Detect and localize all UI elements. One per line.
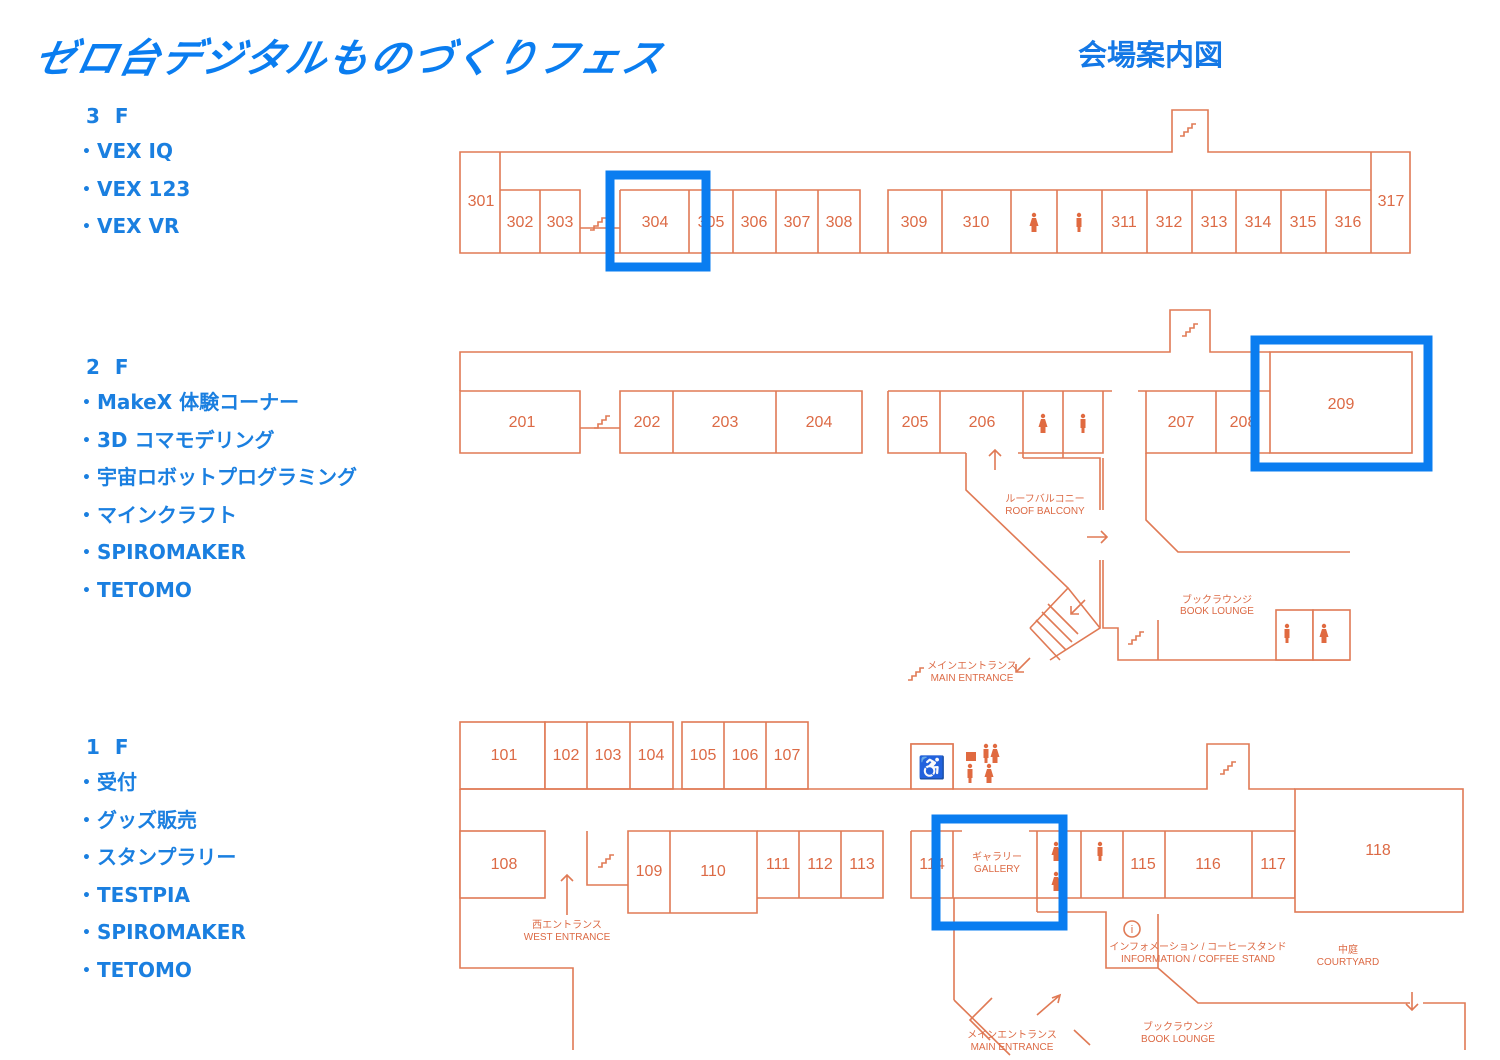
room-113: 113 [849,856,875,873]
main-entrance-label-en: MAIN ENTRANCE [971,1042,1054,1053]
room-104: 104 [638,747,665,764]
event-item: SPIROMAKER [82,539,357,577]
room-101: 101 [491,747,518,764]
room-316: 316 [1335,214,1362,231]
room-105: 105 [690,747,717,764]
room-106: 106 [732,747,759,764]
room-312: 312 [1156,214,1183,231]
room-208: 208 [1230,414,1257,431]
room-317: 317 [1378,193,1405,210]
room-306: 306 [741,214,768,231]
floor-1f-list: 1 F 受付 グッズ販売 スタンプラリー TESTPIA SPIROMAKER … [82,735,246,994]
amenity-icons [966,743,1000,783]
room-206: 206 [969,414,996,431]
room-307: 307 [784,214,811,231]
event-item: SPIROMAKER [82,919,246,957]
room-111: 111 [766,856,790,873]
page-title: 会場案内図 [1078,38,1224,72]
info-label-en: INFORMATION / COFFEE STAND [1121,954,1275,965]
event-item: MakeX 体験コーナー [82,389,357,427]
room-311: 311 [1111,214,1137,231]
book-lounge-label-jp: ブックラウンジ [1182,593,1252,606]
room-103: 103 [595,747,622,764]
west-entrance-label-en: WEST ENTRANCE [524,932,611,943]
floor-2f-list: 2 F MakeX 体験コーナー 3D コマモデリング 宇宙ロボットプログラミン… [82,355,357,614]
room-207: 207 [1168,414,1195,431]
floor-label: 2 F [86,355,133,379]
floor-2f-plan: 201 202 203 204 205 206 207 208 209 ルーフバ… [459,309,1433,684]
highlight-209[interactable] [1250,335,1433,472]
roof-balcony-label-jp: ルーフバルコニー [1005,493,1084,505]
floor-label: 1 F [86,735,133,759]
room-302: 302 [507,214,534,231]
event-item: グッズ販売 [82,807,246,845]
room-209: 209 [1328,396,1355,413]
event-item: スタンプラリー [82,844,246,882]
main-entrance-label-en: MAIN ENTRANCE [931,673,1014,684]
room-110: 110 [700,863,726,880]
room-314: 314 [1245,214,1272,231]
room-202: 202 [634,414,661,431]
room-112: 112 [807,856,833,873]
roof-balcony-label-en: ROOF BALCONY [1005,506,1085,517]
room-109: 109 [636,863,663,880]
room-301: 301 [468,193,495,210]
room-309: 309 [901,214,928,231]
book-lounge-label-en: BOOK LOUNGE [1141,1034,1215,1045]
highlight-gallery[interactable] [931,814,1068,931]
room-108: 108 [491,856,518,873]
event-item: 3D コマモデリング [82,427,357,465]
book-lounge-label-jp: ブックラウンジ [1143,1020,1213,1033]
room-315: 315 [1290,214,1317,231]
event-item: TETOMO [82,957,246,995]
floor-3f-list: 3 F VEX IQ VEX 123 VEX VR [82,104,190,251]
room-203: 203 [712,414,739,431]
main-entrance-label-jp: メインエントランス [967,1029,1057,1041]
event-item: マインクラフト [82,502,357,540]
room-310: 310 [963,214,990,231]
room-116: 116 [1195,856,1221,873]
info-label-jp: インフォメーション / コーヒースタンド [1109,941,1286,953]
floor-3f-plan: 301 302 303 304 305 306 307 308 309 310 … [459,109,1411,272]
room-303: 303 [547,214,574,231]
event-item: VEX VR [82,213,190,251]
info-icon: i [1131,924,1133,936]
courtyard-label-jp: 中庭 [1338,943,1358,956]
room-107: 107 [774,747,801,764]
courtyard-label-en: COURTYARD [1317,957,1379,968]
room-204: 204 [806,414,833,431]
floor-label: 3 F [86,104,133,128]
book-lounge-label-en: BOOK LOUNGE [1180,606,1254,617]
event-item: VEX IQ [82,138,190,176]
room-201: 201 [509,414,536,431]
room-118: 118 [1365,842,1391,859]
room-205: 205 [902,414,929,431]
west-entrance-label-jp: 西エントランス [532,919,602,931]
event-item: VEX 123 [82,176,190,214]
room-102: 102 [553,747,580,764]
event-item: TESTPIA [82,882,246,920]
room-313: 313 [1201,214,1228,231]
room-304: 304 [642,214,669,231]
wheelchair-icon: ♿ [918,755,945,780]
room-115: 115 [1130,856,1156,873]
main-entrance-label-jp: メインエントランス [927,660,1017,672]
gallery-label-en: GALLERY [974,864,1020,875]
event-item: 宇宙ロボットプログラミング [82,464,357,502]
floor-1f-plan: ♿ i 108 101 102 103 104 105 106 107 109 … [459,721,1466,1056]
event-item: 受付 [82,769,246,807]
highlight-304[interactable] [605,170,711,272]
event-item: TETOMO [82,577,357,615]
room-308: 308 [826,214,853,231]
gallery-label-jp: ギャラリー [972,851,1022,863]
room-117: 117 [1260,856,1286,873]
